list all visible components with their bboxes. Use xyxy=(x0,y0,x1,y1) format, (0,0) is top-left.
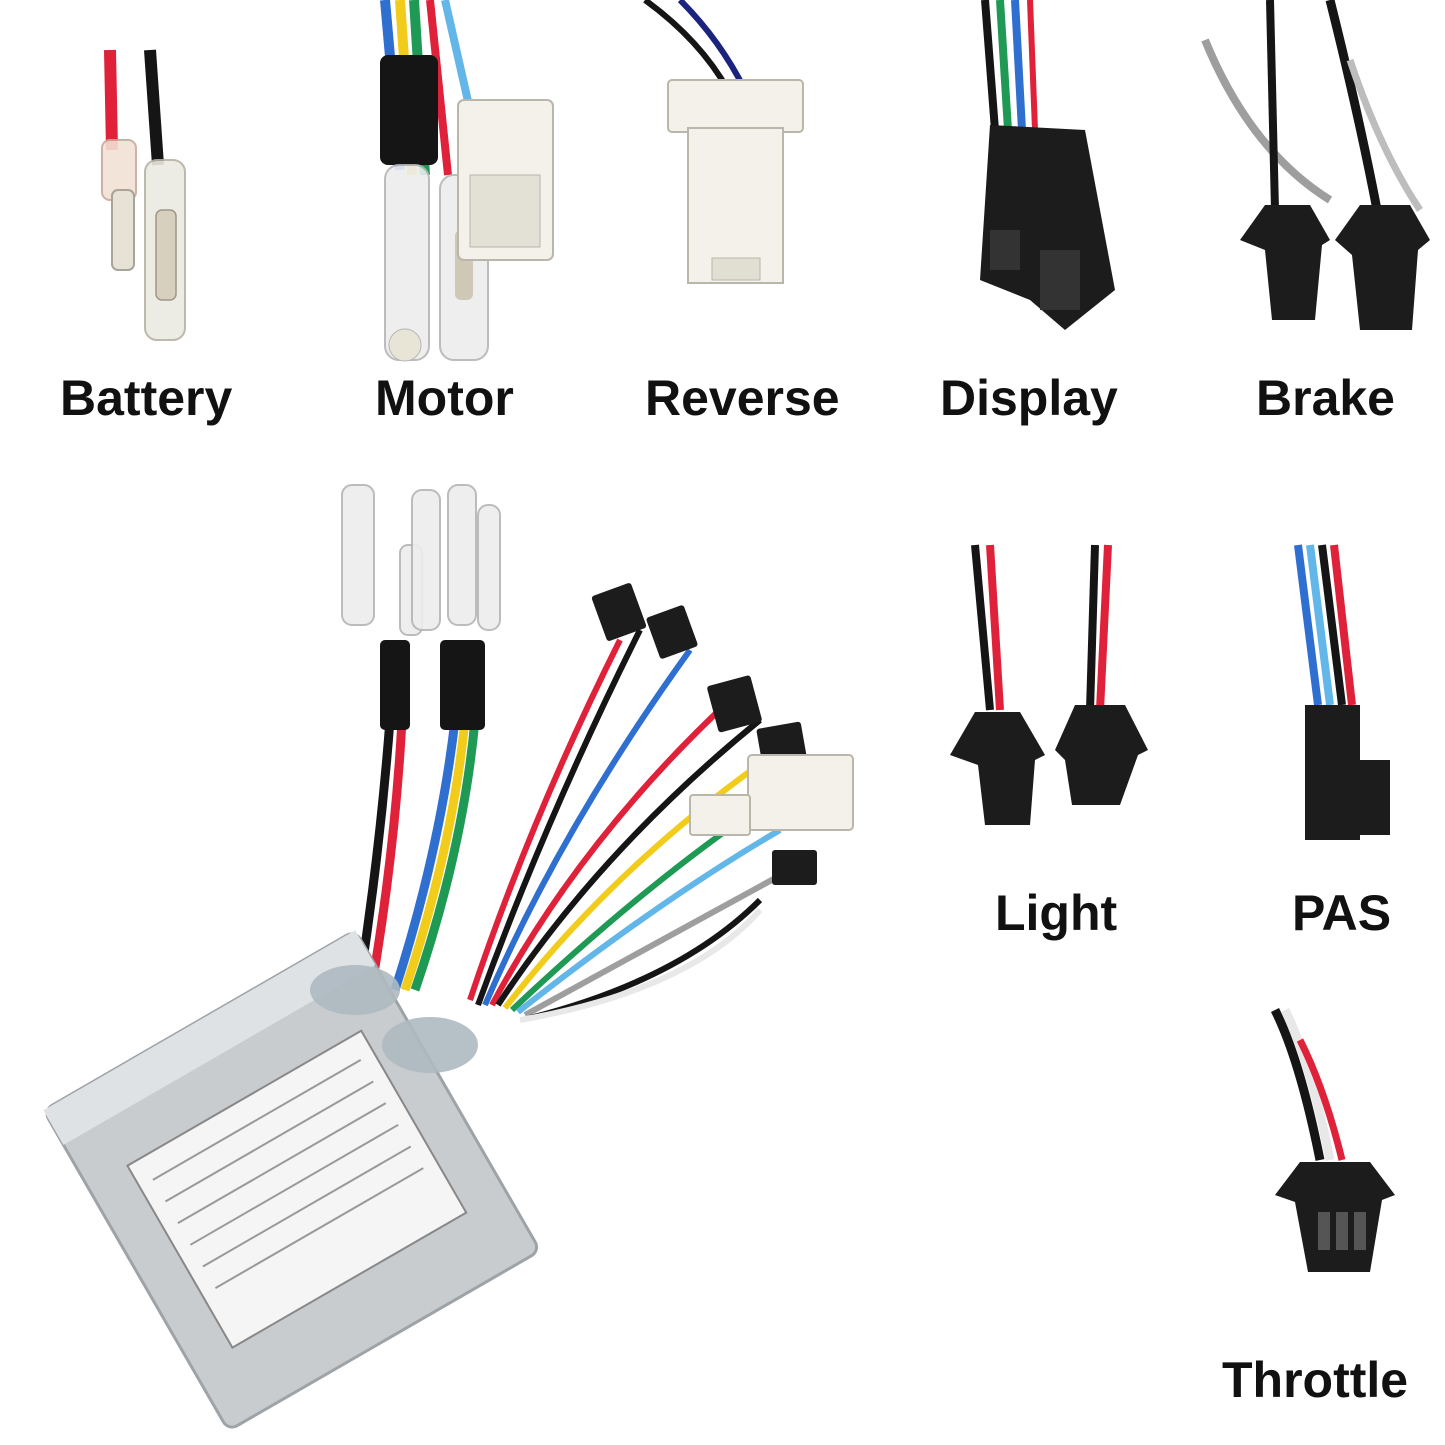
motor-label: Motor xyxy=(375,370,514,426)
battery-connector-image xyxy=(101,49,186,341)
pas-connector-image xyxy=(1294,544,1390,840)
reverse-connector-image xyxy=(643,0,804,284)
battery-label: Battery xyxy=(60,370,233,426)
brake-label: Brake xyxy=(1256,370,1395,426)
brake-connector-image xyxy=(1201,0,1430,330)
throttle-connector-image xyxy=(1270,1007,1395,1272)
pas-label: PAS xyxy=(1292,885,1392,941)
display-connector-image xyxy=(980,0,1115,330)
throttle-label: Throttle xyxy=(1222,1352,1409,1408)
controller-image xyxy=(43,484,854,1429)
motor-connector-image xyxy=(380,0,554,362)
reverse-label: Reverse xyxy=(645,370,840,426)
display-label: Display xyxy=(940,370,1118,426)
light-label: Light xyxy=(995,885,1118,941)
light-connector-image xyxy=(950,544,1148,825)
